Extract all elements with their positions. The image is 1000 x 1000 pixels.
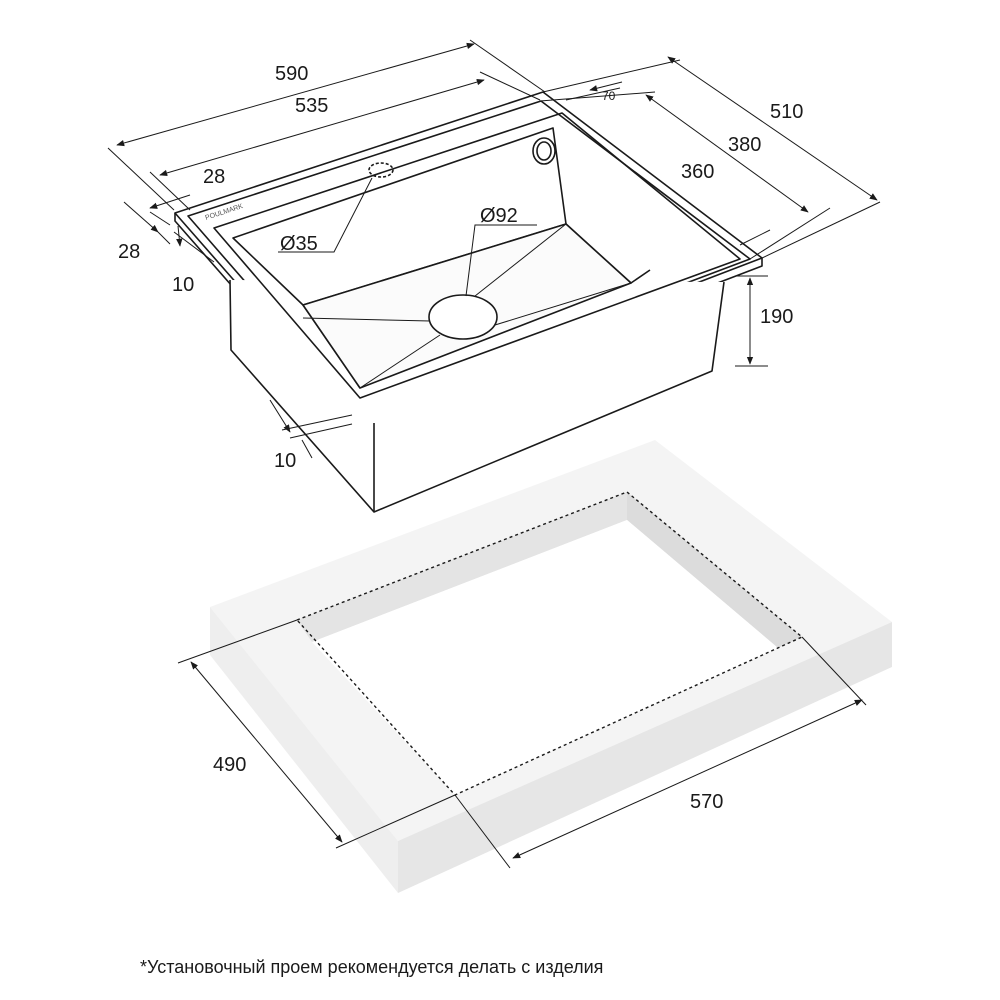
countertop-hole-floor	[312, 520, 778, 795]
dim-faucet-offset: 70	[602, 89, 616, 103]
sink-illustration	[174, 91, 763, 513]
countertop-illustration	[210, 440, 892, 893]
dim-edge-offset-top: 28	[203, 166, 225, 188]
countertop-hole-wall-right	[627, 492, 802, 648]
cutout-dimension-lines	[177, 619, 867, 869]
dim-bowl-inner-depth: 360	[681, 161, 714, 183]
drain-hole	[428, 294, 498, 340]
overflow-hole	[532, 137, 556, 165]
sink-floor-crease	[302, 223, 632, 389]
cutout-outline	[295, 491, 804, 796]
dim-rim-front: 10	[274, 450, 296, 472]
dim-bowl-outer-depth: 380	[728, 134, 761, 156]
dim-faucet-hole: Ø35	[280, 233, 318, 255]
installation-footnote: *Установочный проем рекомендуется делать…	[140, 957, 604, 977]
dim-bowl-height: 190	[760, 306, 793, 328]
dim-rim-top: 10	[172, 274, 194, 296]
countertop-top-face	[210, 440, 892, 841]
dim-bowl-outer-width: 535	[295, 95, 328, 117]
dim-drain-hole: Ø92	[480, 205, 518, 227]
countertop-hole-wall-back	[297, 492, 627, 642]
dim-edge-offset-side: 28	[118, 241, 140, 263]
sink-dimension-lines	[107, 39, 881, 459]
dim-overall-depth: 510	[770, 101, 803, 123]
dim-cutout-depth: 490	[213, 754, 246, 776]
dim-cutout-width: 570	[690, 791, 723, 813]
overflow-hole-inner	[536, 141, 552, 161]
dim-overall-width: 590	[275, 63, 308, 85]
